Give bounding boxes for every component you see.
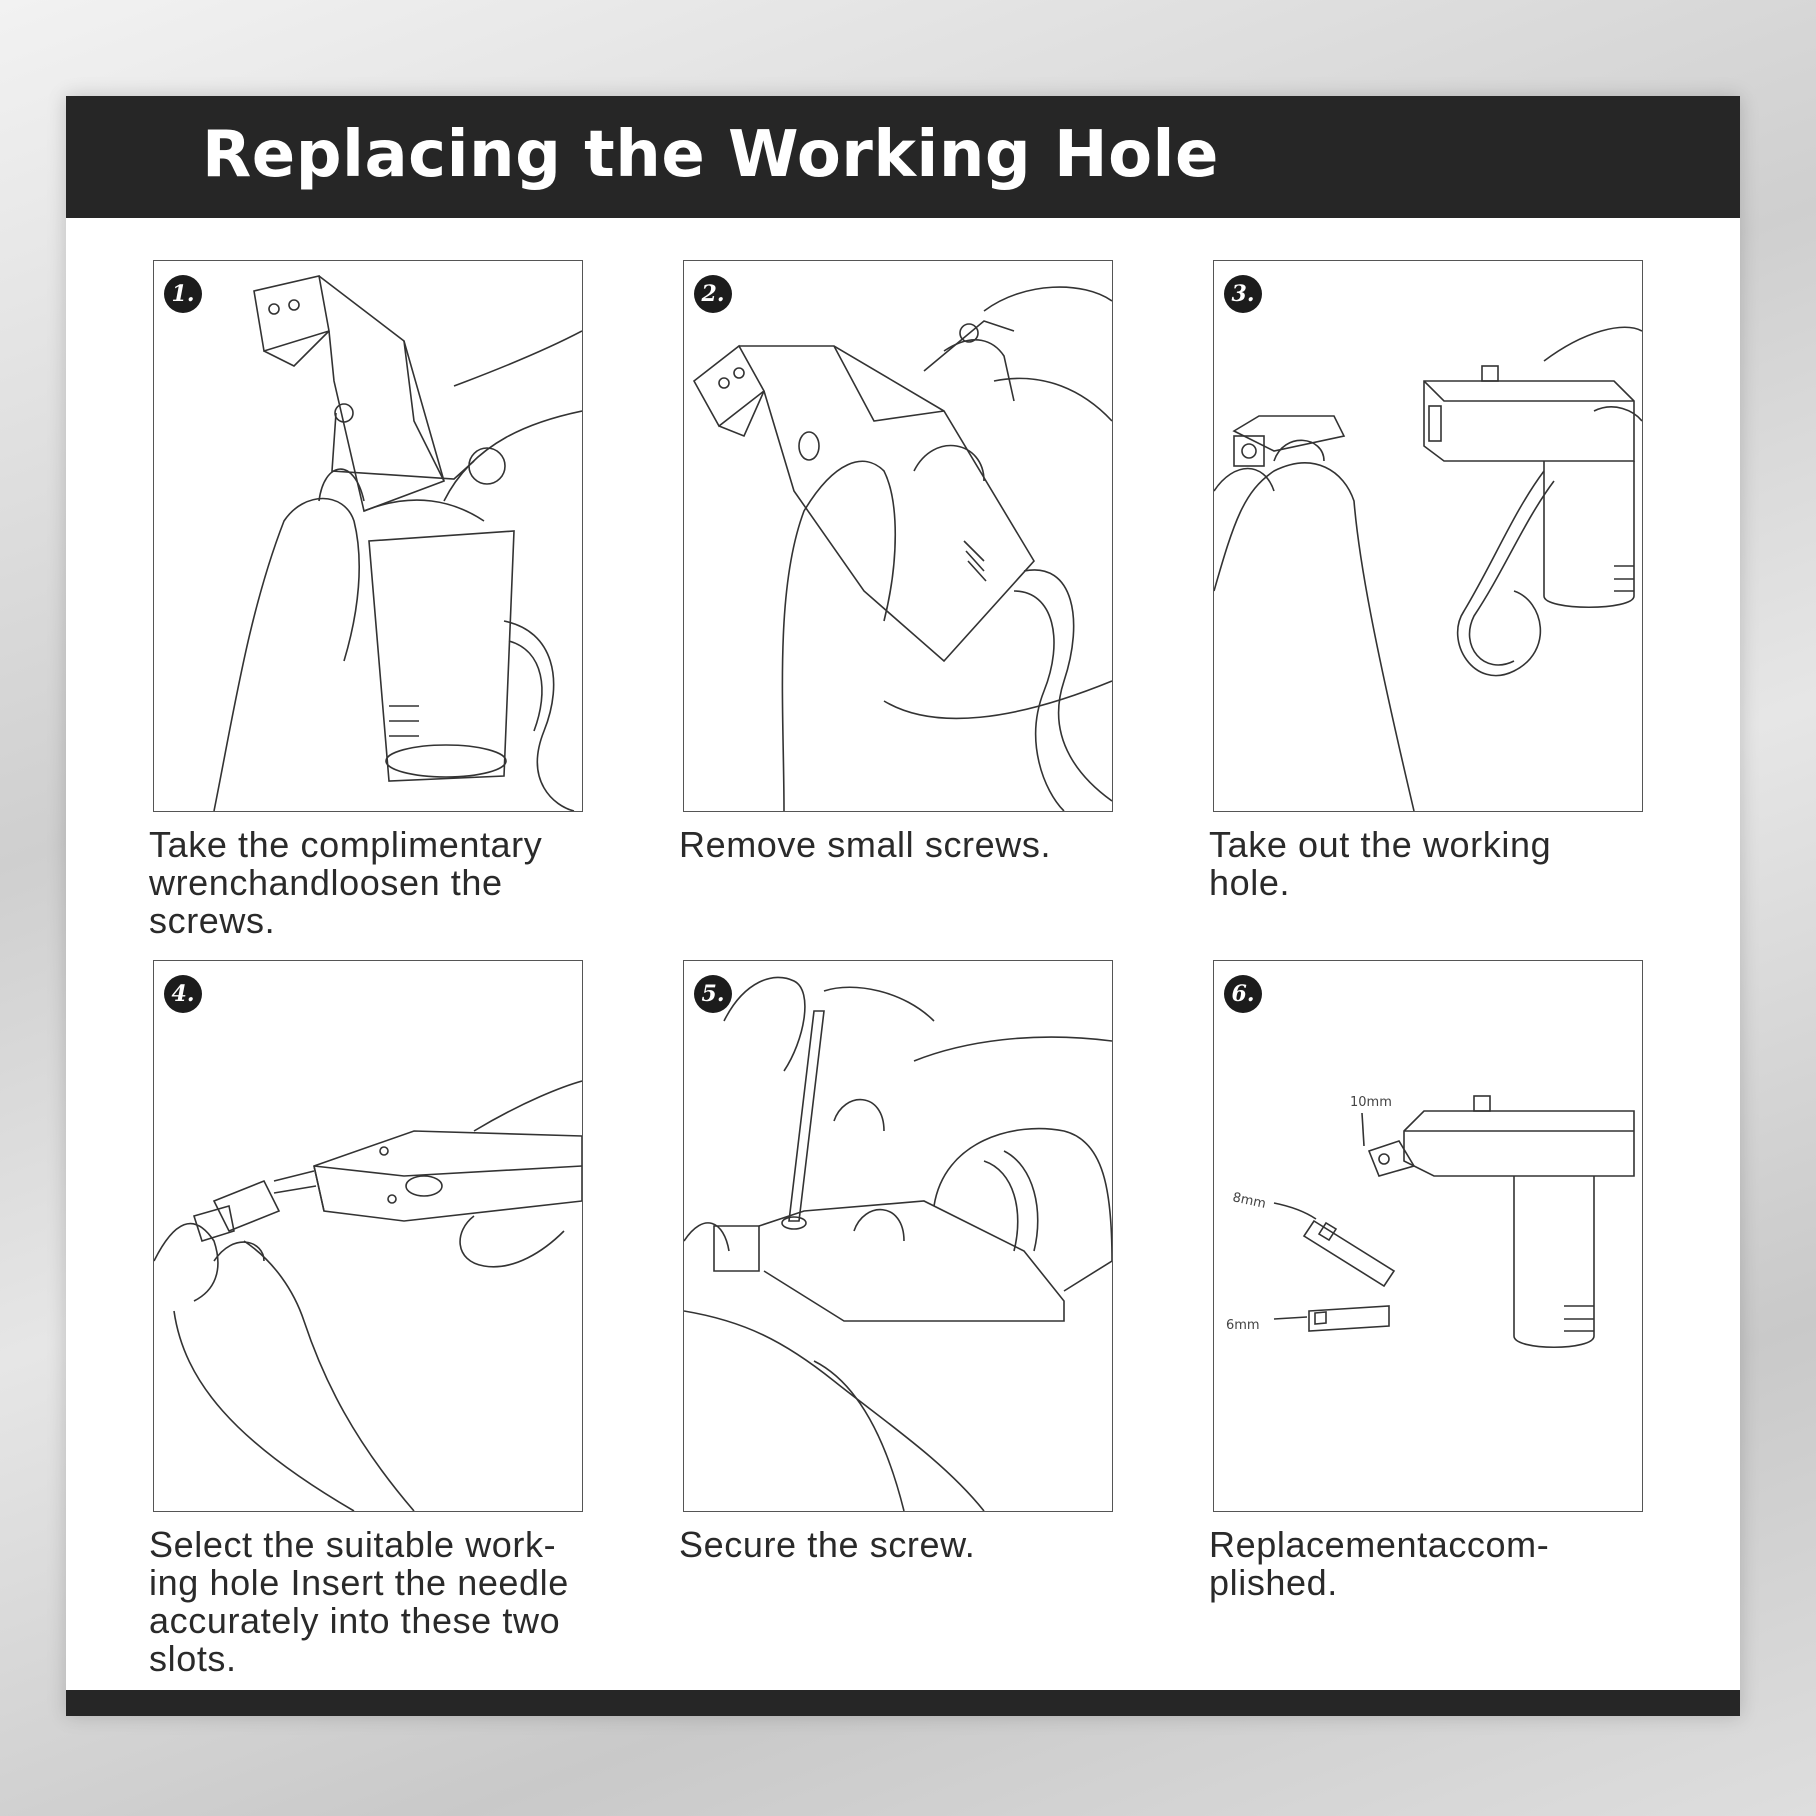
step-6-label-10mm: 10mm (1350, 1095, 1392, 1110)
step-5-drawing (684, 976, 1112, 1511)
page-title: Replacing the Working Hole (202, 118, 1219, 192)
title-bar: Replacing the Working Hole (66, 96, 1740, 218)
step-3-illustration: 3. (1213, 260, 1643, 812)
step-6-illustration: 6. 10mm 8mm 6mm (1213, 960, 1643, 1512)
step-1-number-badge: 1. (164, 275, 202, 313)
step-6-drawing: 10mm 8mm 6mm (1226, 1095, 1635, 1348)
step-6-number-badge: 6. (1224, 975, 1262, 1013)
step-3-number-badge: 3. (1224, 275, 1262, 313)
step-2-number-badge: 2. (694, 275, 732, 313)
step-4-illustration: 4. (153, 960, 583, 1512)
instruction-sheet: Replacing the Working Hole 1. (66, 96, 1740, 1716)
step-4-number-badge: 4. (164, 975, 202, 1013)
step-1-illustration: 1. (153, 260, 583, 812)
step-5-illustration: 5. (683, 960, 1113, 1512)
step-5-caption: Secure the screw. (679, 1524, 976, 1565)
footer-bar (66, 1690, 1740, 1716)
step-1-drawing (213, 275, 582, 811)
step-2-caption: Remove small screws. (679, 824, 1052, 865)
step-6-label-8mm: 8mm (1231, 1190, 1267, 1212)
step-3-caption: Take out the working hole. (1209, 824, 1552, 903)
step-5-number-badge: 5. (694, 975, 732, 1013)
step-6-caption: Replacementaccom- plished. (1209, 1524, 1550, 1603)
step-1-caption: Take the complimentary wrenchandloosen t… (149, 824, 543, 941)
step-2-illustration: 2. (683, 260, 1113, 812)
step-3-drawing (1214, 326, 1642, 811)
step-6-label-6mm: 6mm (1226, 1318, 1260, 1333)
step-2-drawing (692, 286, 1112, 811)
step-4-caption: Select the suitable work- ing hole Inser… (149, 1524, 569, 1679)
step-4-drawing (154, 1080, 582, 1511)
